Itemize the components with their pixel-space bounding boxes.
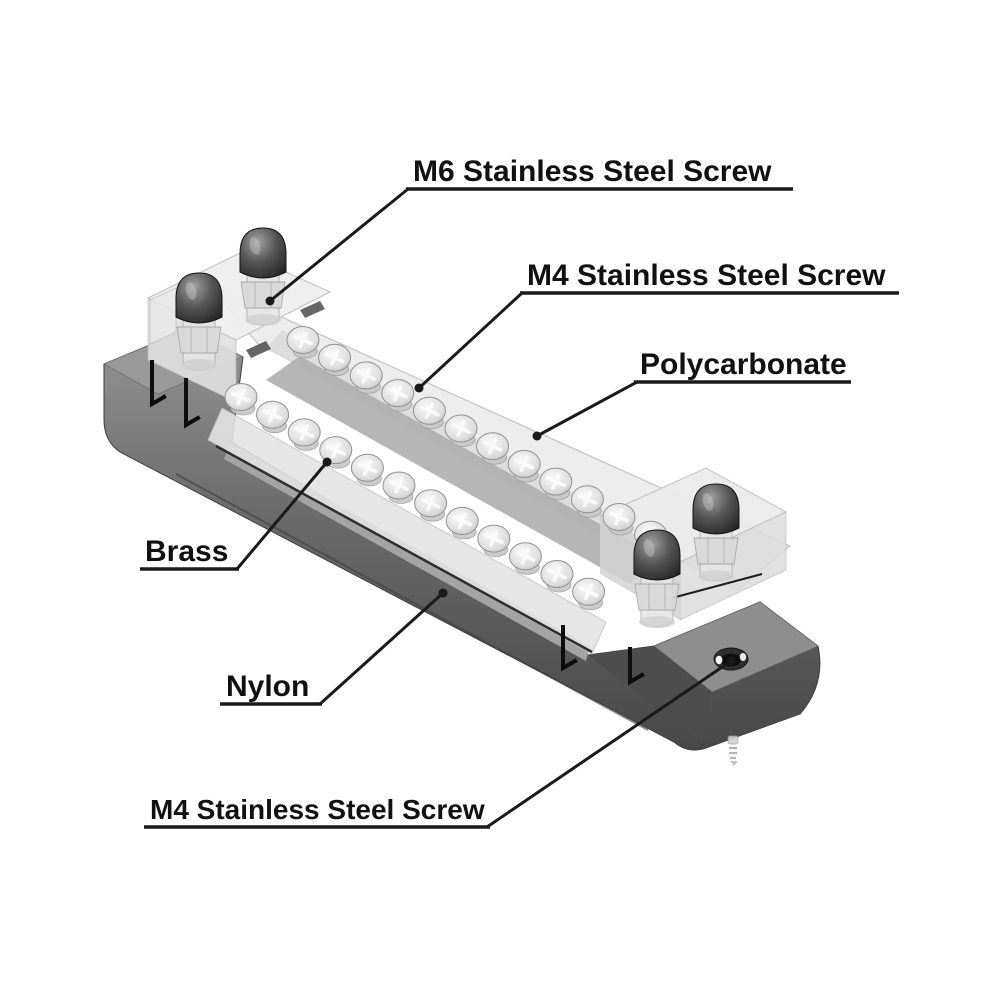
hex-nut xyxy=(693,537,739,565)
m4-terminal-screw xyxy=(477,524,511,557)
cap-nut-dome xyxy=(239,227,287,279)
phillips-cross-icon xyxy=(514,455,535,473)
m4-terminal-screw xyxy=(382,471,416,504)
phillips-cross-icon xyxy=(452,512,473,530)
phillips-cross-icon xyxy=(483,530,504,547)
m4-terminal-screw xyxy=(445,506,479,540)
phillips-cross-icon xyxy=(387,384,408,402)
phillips-cross-icon xyxy=(292,331,314,349)
m4-terminal-screw xyxy=(476,432,510,465)
brass-bar-channel xyxy=(266,356,664,584)
m4-terminal-screw xyxy=(350,453,384,487)
label-m6-screw: M6 Stainless Steel Screw xyxy=(413,155,772,188)
cap-nut-dome xyxy=(633,529,681,581)
phillips-cross-icon xyxy=(545,473,566,490)
leader-line-m6 xyxy=(268,187,410,303)
m4-terminal-screw xyxy=(540,560,574,593)
label-m4-screw-bottom: M4 Stainless Steel Screw xyxy=(150,794,485,825)
label-m4-screw-top: M4 Stainless Steel Screw xyxy=(527,259,886,292)
cover-base-junction xyxy=(215,444,593,654)
hex-nut xyxy=(176,326,222,354)
leader-dot-brass xyxy=(322,457,332,467)
label-nylon: Nylon xyxy=(226,670,309,703)
leader-dot-m4-top xyxy=(414,383,424,393)
m4-terminal-screw xyxy=(508,542,542,575)
m4-terminal-row-front xyxy=(224,383,606,611)
phillips-cross-icon xyxy=(578,583,599,600)
phillips-cross-icon xyxy=(577,491,598,508)
m4-terminal-screw xyxy=(287,418,321,451)
leader-line-brass xyxy=(235,460,329,571)
hex-nut xyxy=(634,583,680,611)
m4-terminal-screw xyxy=(286,326,320,359)
cover-slot xyxy=(300,301,325,318)
phillips-cross-icon xyxy=(608,508,630,526)
phillips-cross-icon xyxy=(450,420,472,437)
leader-dot-nylon xyxy=(438,588,448,598)
cover-slot xyxy=(246,341,271,358)
m4-terminal-screw xyxy=(602,503,636,536)
m4-terminal-screw xyxy=(539,467,573,501)
callout-polycarbonate: Polycarbonate xyxy=(532,348,851,441)
m6-stud-with-cap-nut xyxy=(692,483,740,582)
m6-stud-with-cap-nut xyxy=(239,227,287,326)
leader-line-nylon xyxy=(318,591,445,706)
base-right-flange-side xyxy=(588,646,712,744)
base-step-notches xyxy=(150,360,645,686)
leader-line-m4-top xyxy=(417,291,524,390)
m4-terminal-screw xyxy=(444,414,478,447)
m4-terminal-screw xyxy=(318,343,352,377)
m4-terminal-screw xyxy=(570,485,604,518)
label-brass: Brass xyxy=(145,535,228,568)
m4-terminal-screw xyxy=(507,449,541,483)
leader-dot-m4-bottom xyxy=(726,656,736,666)
m4-terminal-screw xyxy=(381,379,415,412)
leader-line-m4-bottom xyxy=(485,659,733,829)
phillips-cross-icon xyxy=(515,548,536,565)
m4-terminal-screw xyxy=(256,400,290,434)
cap-nut-dome xyxy=(175,272,223,324)
phillips-cross-icon xyxy=(357,459,378,476)
m4-terminal-screw xyxy=(224,383,258,416)
callout-nylon: Nylon xyxy=(220,588,448,706)
phillips-cross-icon xyxy=(419,402,440,419)
phillips-cross-icon xyxy=(356,367,377,384)
phillips-cross-icon xyxy=(546,565,568,583)
m6-stud-with-cap-nut xyxy=(175,272,223,371)
m4-terminal-screw xyxy=(412,396,446,430)
m4-terminal-screw xyxy=(349,361,383,394)
m6-stud-with-cap-nut xyxy=(633,529,681,628)
label-polycarbonate: Polycarbonate xyxy=(640,348,847,381)
leader-line-polycarbonate xyxy=(535,380,639,438)
phillips-cross-icon xyxy=(230,388,252,406)
callout-m4-screw-bottom: M4 Stainless Steel Screw xyxy=(144,656,736,829)
phillips-cross-icon xyxy=(324,349,345,366)
base-groove xyxy=(175,473,649,731)
phillips-cross-icon xyxy=(420,495,441,512)
callout-m6-screw: M6 Stainless Steel Screw xyxy=(265,155,793,306)
callout-m4-screw-top: M4 Stainless Steel Screw xyxy=(414,259,899,393)
phillips-cross-icon xyxy=(388,477,410,494)
cover-front-wall xyxy=(207,407,607,655)
phillips-cross-icon xyxy=(262,406,283,423)
m6-stud-group xyxy=(175,227,740,628)
m4-terminal-screw xyxy=(414,489,448,522)
cap-nut-dome xyxy=(692,483,740,535)
phillips-cross-icon xyxy=(325,441,346,459)
m4-terminal-screw xyxy=(572,577,606,611)
phillips-cross-icon xyxy=(482,438,503,455)
callouts: M6 Stainless Steel Screw M4 Stainless St… xyxy=(140,155,899,829)
phillips-cross-icon xyxy=(294,424,315,441)
m4-terminal-screw xyxy=(319,436,353,469)
cover-left-lip xyxy=(149,287,177,345)
callout-brass: Brass xyxy=(140,457,332,571)
m4-mounting-screw xyxy=(727,735,739,766)
leader-dot-m6 xyxy=(265,296,275,306)
leader-dot-polycarbonate xyxy=(532,431,542,441)
